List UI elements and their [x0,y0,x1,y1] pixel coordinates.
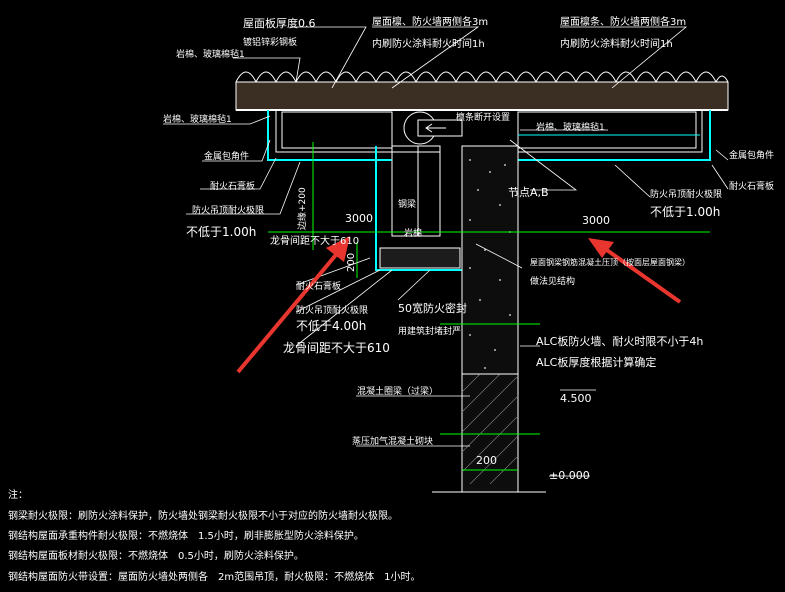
label-dim-3000-left: 3000 [345,212,373,225]
label-fire-gypsum-left: 耐火石膏板 [210,180,255,192]
label-metal-corner-left: 金属包角件 [204,150,249,162]
label-dim-bianli: 边缘+200 [296,187,308,230]
roof-insulation-layer [235,81,729,111]
red-arrow-left [236,236,350,374]
label-roof-purlin-right-1: 屋面檩条、防火墙两侧各3m [560,15,686,28]
label-dim-200-bottom: 200 [476,454,497,467]
label-dim-200-side: 200 [346,253,357,272]
label-elev-000: ±0.000 [549,469,590,482]
label-rockwool-right: 岩棉、玻璃棉毡1 [536,121,605,133]
left-ceiling-inner [275,110,392,153]
label-roof-beam-note-1: 屋面钢梁钢筋混凝土压顶（按面层屋面钢梁） [530,257,690,267]
label-rockwool-left: 岩棉、玻璃棉毡1 [163,113,232,125]
label-concrete-beam: 混凝土圈梁（过梁） [357,385,438,397]
leader-lines [163,26,729,477]
label-roof-thickness: 屋面板厚度0.6 [243,16,316,30]
label-sealant-50: 50宽防火密封 [398,301,467,315]
label-ceiling-board-bottom: 防火吊顶耐火极限 [296,304,368,316]
note-line-2: 钢结构屋面承重构件耐火极限：不燃烧体 1.5小时，刷非膨胀型防火涂料保护。 [8,531,364,542]
label-not-less-left: 不低于1.00h [186,225,256,239]
label-keel-spacing-2: 龙骨间距不大于610 [283,341,390,355]
right-ceiling-inner [518,110,703,153]
right-ceiling-box [518,110,711,161]
label-not-less-right: 不低于1.00h [650,205,720,219]
note-line-4: 钢结构屋面防火带设置：屋面防火墙处两侧各 2m范围吊顶，耐火极限：不燃烧体 1小… [8,572,421,583]
seal-break-arrow [425,123,446,133]
rockwool-infill [379,247,461,269]
label-aac-block: 蒸压加气混凝土砌块 [352,435,433,447]
note-line-1: 钢梁耐火极限：刷防火涂料保护，防火墙处钢梁耐火极限不小于对应的防火墙耐火极限。 [8,511,398,522]
label-not-less-bottom: 不低于4.00h [296,319,366,333]
roof-profile-sheet [235,71,729,84]
label-fire-gypsum-bottom: 耐火石膏板 [296,280,341,292]
label-elev-450: 4.500 [560,392,592,405]
steel-beam [391,145,441,237]
label-roof-purlin-right-2: 内刷防火涂料耐火时间1h [560,37,673,50]
right-purlin-box [517,111,697,149]
note-line-3: 钢结构屋面板材耐火极限：不燃烧体 0.5小时，刷防火涂料保护。 [8,551,304,562]
label-dim-3000-right: 3000 [582,214,610,227]
label-ceiling-board-right: 防火吊顶耐火极限 [650,188,722,200]
label-roof-purlin-left-1: 屋面檩、防火墙两侧各3m [372,15,488,28]
red-arrow-right [588,238,682,304]
label-ceiling-board-left: 防火吊顶耐火极限 [192,204,264,216]
notes-title: 注： [8,490,28,501]
left-fire-board-box [375,146,462,271]
label-rock: 岩棉 [404,227,422,239]
label-node-ab: 节点A,B [508,186,549,199]
left-ceiling-box [267,110,392,161]
label-roof-panel-type: 镀铝锌彩钢板 [243,36,297,48]
label-steel-beam: 钢梁 [398,198,416,210]
label-alc-1: ALC板防火墙、耐火时限不小于4h [536,334,703,348]
label-roof-beam-note-2: 做法见结构 [530,275,575,287]
label-seal-break: 檩条断开设置 [456,111,510,123]
aac-block-hatch [461,373,519,485]
label-fill-joint: 用建筑封堵封严 [398,325,461,337]
label-rockwool-top: 岩棉、玻璃棉毡1 [176,48,245,60]
label-fire-gypsum-right: 耐火石膏板 [729,180,774,192]
label-metal-corner-right: 金属包角件 [729,149,774,161]
left-purlin-box [281,111,393,149]
label-roof-purlin-left-2: 内刷防火涂料耐火时间1h [372,37,485,50]
label-keel-spacing-1: 龙骨间距不大于610 [270,234,359,247]
label-alc-2: ALC板厚度根据计算确定 [536,355,656,369]
